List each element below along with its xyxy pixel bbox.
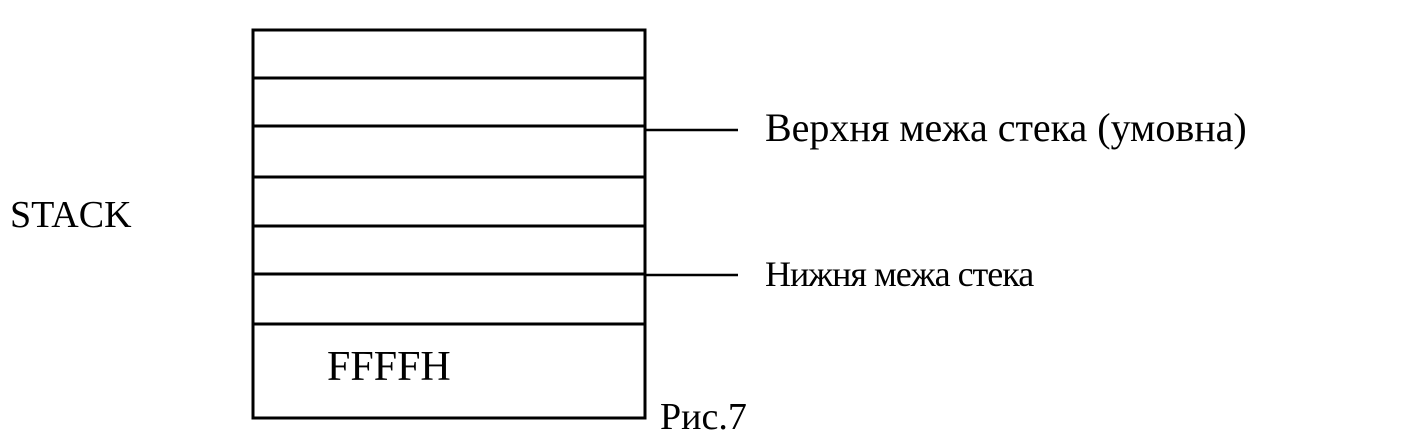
bottom-cell-address-label: FFFFH — [327, 344, 451, 390]
stack-label: STACK — [10, 194, 132, 236]
figure-caption: Рис.7 — [660, 396, 747, 438]
upper-boundary-label: Верхня межа стека (умовна) — [765, 105, 1247, 150]
lower-boundary-label: Нижня межа стека — [765, 254, 1034, 294]
stack-column-border — [251, 28, 647, 420]
